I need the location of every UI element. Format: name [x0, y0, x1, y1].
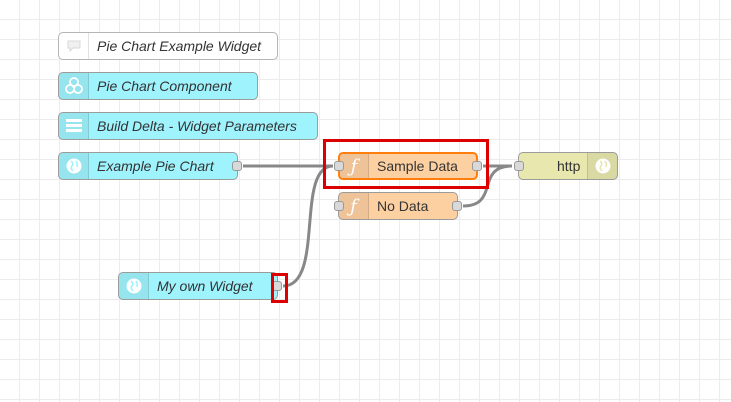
node-label: Pie Chart Component: [97, 78, 232, 94]
input-port[interactable]: [514, 161, 524, 171]
globe-icon: [587, 153, 617, 179]
comment-bubble-icon: [59, 33, 89, 59]
component-icon: [59, 73, 89, 99]
input-port[interactable]: [334, 161, 344, 171]
http-response-node[interactable]: http: [514, 152, 618, 180]
component-node-pie-chart[interactable]: Pie Chart Component: [58, 72, 258, 100]
node-label: http: [557, 158, 581, 174]
comment-node-pie-chart-example[interactable]: Pie Chart Example Widget: [58, 32, 278, 60]
output-port[interactable]: [452, 201, 462, 211]
wire-mywidget-to-sample[interactable]: [282, 164, 334, 288]
my-own-widget-node[interactable]: My own Widget: [118, 272, 282, 300]
no-data-function-node[interactable]: ƒ No Data: [334, 192, 462, 220]
globe-icon: [59, 153, 89, 179]
output-port[interactable]: [472, 161, 482, 171]
node-label: Build Delta - Widget Parameters: [97, 118, 297, 134]
list-icon: [59, 113, 89, 139]
highlight-box-sample-data: [323, 139, 489, 189]
function-icon: ƒ: [339, 193, 369, 219]
highlight-box-output-port: [271, 273, 288, 303]
input-port[interactable]: [334, 201, 344, 211]
sample-data-function-node[interactable]: ƒ Sample Data: [334, 152, 482, 180]
node-label: Pie Chart Example Widget: [97, 38, 262, 54]
example-pie-chart-node[interactable]: Example Pie Chart: [58, 152, 242, 180]
function-icon: ƒ: [340, 154, 369, 178]
node-label: Sample Data: [377, 158, 458, 174]
node-label: My own Widget: [157, 278, 253, 294]
build-delta-node[interactable]: Build Delta - Widget Parameters: [58, 112, 318, 140]
globe-icon: [119, 273, 149, 299]
node-label: Example Pie Chart: [97, 158, 214, 174]
node-label: No Data: [377, 198, 429, 214]
output-port[interactable]: [232, 161, 242, 171]
